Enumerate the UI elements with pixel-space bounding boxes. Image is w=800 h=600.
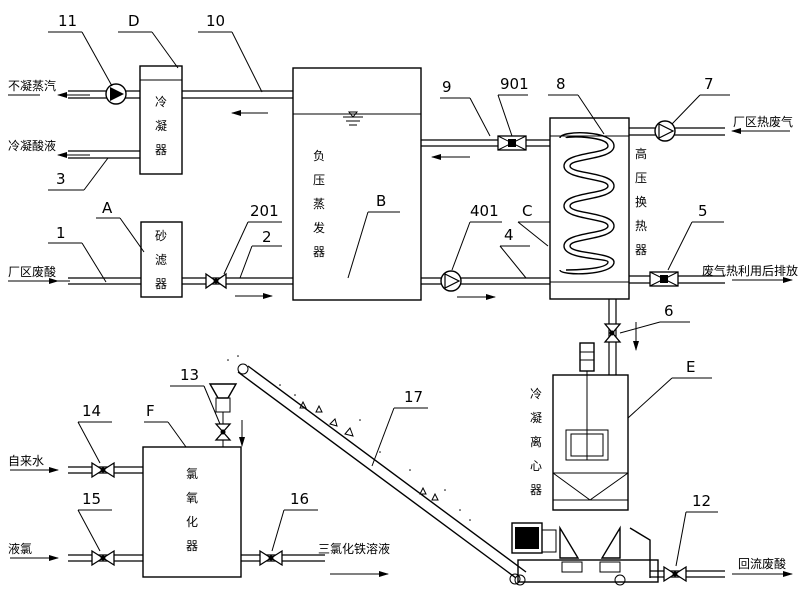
centrifuge-char-5: 器 <box>530 483 542 497</box>
valve-14 <box>91 461 115 479</box>
callout-2: 2 <box>262 228 272 246</box>
callout-4: 4 <box>504 226 514 244</box>
valve-5 <box>649 271 679 287</box>
callout-11: 11 <box>58 12 77 30</box>
chlorinator-F <box>142 446 242 578</box>
chlorinator-char-4: 器 <box>186 539 198 553</box>
evaporator-char-3: 蒸 <box>313 197 325 211</box>
label-plant-waste-acid: 厂区废酸 <box>8 264 56 279</box>
pump-7 <box>654 120 676 142</box>
centrifuge-char-3: 离 <box>530 434 542 449</box>
callout-14: 14 <box>82 402 101 420</box>
callout-1: 1 <box>56 224 66 242</box>
label-ferric-chloride: 三氯化铁溶液 <box>318 541 390 556</box>
centrifuge-char-4: 心 <box>530 459 542 473</box>
callout-B: B <box>376 192 386 210</box>
callout-901: 901 <box>500 75 529 93</box>
evaporator-B <box>292 67 422 301</box>
callout-5: 5 <box>698 202 708 220</box>
heat-exchanger-char-4: 热 <box>635 219 647 233</box>
heat-exchanger-char-2: 压 <box>635 171 647 185</box>
callout-D: D <box>128 12 140 30</box>
valve-901 <box>497 135 527 151</box>
chlorinator-char-2: 氧 <box>186 491 198 505</box>
callout-7: 7 <box>704 75 714 93</box>
conveyor-17 <box>227 355 527 585</box>
chlorinator-char-3: 化 <box>186 515 198 529</box>
callout-201: 201 <box>250 202 279 220</box>
callout-17: 17 <box>404 388 423 406</box>
callout-10: 10 <box>206 12 225 30</box>
sand-filter-char-1: 砂 <box>155 229 167 243</box>
callout-3: 3 <box>56 170 66 188</box>
label-liquid-chlorine: 液氯 <box>8 541 32 556</box>
heat-exchanger-char-3: 换 <box>635 195 647 209</box>
evaporator-char-2: 压 <box>313 173 325 187</box>
callout-F: F <box>146 402 155 420</box>
condenser-char-3: 器 <box>155 143 167 157</box>
chlorinator-char-1: 氯 <box>186 467 198 481</box>
valve-15 <box>91 549 115 567</box>
heat-exchanger-C <box>549 117 630 300</box>
centrifuge-char-2: 凝 <box>530 410 542 425</box>
callout-16: 16 <box>290 490 309 508</box>
condenser-char-1: 冷 <box>155 95 167 109</box>
callout-C: C <box>522 202 532 220</box>
callout-E: E <box>686 358 695 376</box>
sand-filter-char-3: 器 <box>155 277 167 291</box>
pipes <box>68 90 725 578</box>
callout-12: 12 <box>692 492 711 510</box>
callout-A: A <box>102 199 113 217</box>
callout-8: 8 <box>556 75 566 93</box>
label-uncondensed-vapor: 不凝蒸汽 <box>8 78 56 93</box>
centrifuge-char-1: 冷 <box>530 387 542 401</box>
sand-filter-A <box>140 221 183 298</box>
callout-13: 13 <box>180 366 199 384</box>
condenser-char-2: 凝 <box>155 118 167 133</box>
callout-9: 9 <box>442 78 452 96</box>
heat-exchanger-char-5: 器 <box>635 243 647 257</box>
heat-exchanger-char-1: 高 <box>635 146 647 161</box>
condenser-D <box>139 65 183 175</box>
label-return-waste-acid: 回流废酸 <box>738 556 786 571</box>
pump-401 <box>440 270 462 292</box>
valve-201 <box>205 272 227 290</box>
callout-401: 401 <box>470 202 499 220</box>
label-tap-water: 自来水 <box>8 454 44 468</box>
valve-16 <box>259 549 283 567</box>
sand-filter-char-2: 滤 <box>155 253 167 267</box>
callout-15: 15 <box>82 490 101 508</box>
evaporator-char-4: 发 <box>313 220 325 235</box>
evaporator-char-5: 器 <box>313 245 325 259</box>
valve-13 <box>214 423 232 441</box>
pump-11 <box>105 83 127 105</box>
leader-lines <box>48 31 730 567</box>
label-condensate-acid: 冷凝酸液 <box>8 138 56 153</box>
valve-6 <box>603 323 622 343</box>
label-plant-hot-gas: 厂区热废气 <box>733 114 793 129</box>
label-exhaust-after-use: 废气热利用后排放 <box>702 263 798 278</box>
valve-12 <box>663 565 687 583</box>
flow-arrows <box>8 92 793 577</box>
evaporator-char-1: 负 <box>313 149 325 163</box>
callout-6: 6 <box>664 302 674 320</box>
